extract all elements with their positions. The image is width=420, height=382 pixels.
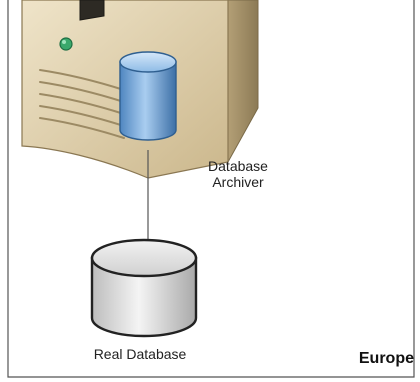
real-database-label: Real Database	[93, 346, 187, 362]
real-database-icon	[90, 238, 198, 338]
server-vent-slots	[39, 69, 125, 139]
server-side-panel	[227, 0, 259, 164]
archiver-label: Database Archiver	[188, 158, 288, 190]
archiver-database-icon	[119, 51, 177, 141]
region-label: Europe	[358, 350, 414, 367]
server-drive-bay	[79, 0, 105, 21]
archiver-label-line2: Archiver	[212, 174, 264, 190]
region-border	[7, 0, 415, 378]
archiver-label-line1: Database	[208, 158, 268, 174]
power-led-icon	[59, 37, 73, 51]
